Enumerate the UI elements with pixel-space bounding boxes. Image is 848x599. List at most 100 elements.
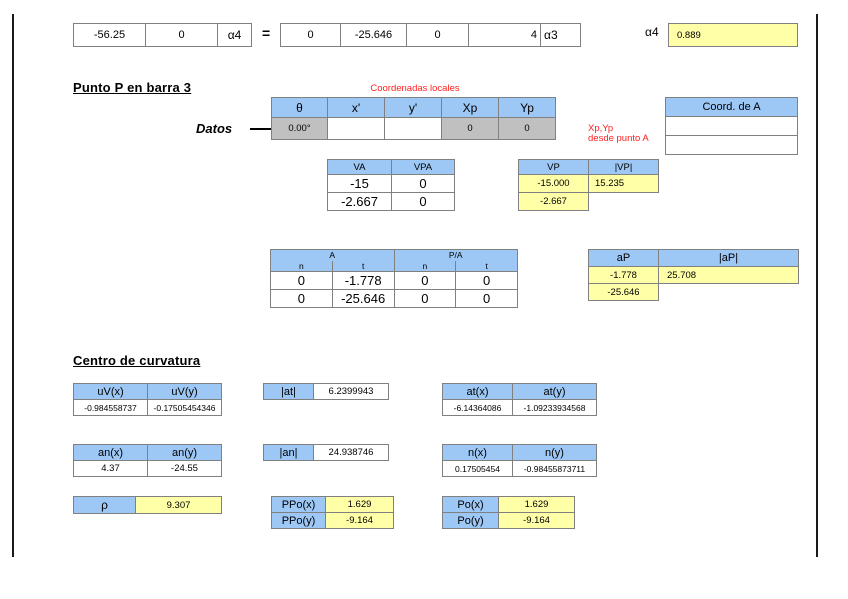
va-y[interactable]: -2.667 [327,192,392,211]
section-heading-punto-p: Punto P en barra 3 [73,80,192,95]
sub-header-a-t: t [331,260,395,272]
anx-value[interactable]: 4.37 [73,460,148,477]
accel-pa-t-1[interactable]: 0 [455,271,518,290]
any-value[interactable]: -24.55 [147,460,222,477]
vp-magnitude[interactable]: 15.235 [588,174,659,193]
accel-pa-n-2[interactable]: 0 [393,289,457,308]
rho-table: ρ 9.307 [73,496,222,514]
vp-y[interactable]: -2.667 [518,192,589,211]
rho-value[interactable]: 9.307 [135,496,222,514]
sub-header-pa-t: t [455,260,518,272]
va-x[interactable]: -15 [327,174,392,193]
at-components-table: at(x) at(y) -6.14364086 -1.09233934568 [442,383,597,416]
ppo-x-value[interactable]: 1.629 [325,496,394,513]
ny-value[interactable]: -0.98455873711 [512,460,597,477]
col-header-ap-mag: |aP| [658,249,799,267]
velocity-vp-table: VP |VP| -15.000 15.235 -2.667 [518,159,659,211]
label-ppo-x: PPo(x) [271,496,326,513]
col-header-anx: an(x) [73,444,148,461]
col-header-theta: θ [271,97,328,118]
col-header-vpa: VPA [391,159,455,175]
section-heading-centro-curvatura: Centro de curvatura [73,353,201,368]
result-alpha4-box: 0.889 [668,23,798,47]
label-po-y: Po(y) [442,512,499,529]
ap-t[interactable]: -25.646 [588,283,659,301]
equation-left-matrix: -56.25 0 α4 [73,23,252,47]
accel-a-t-1[interactable]: -1.778 [331,271,395,290]
value-xprime[interactable] [327,117,385,140]
value-yprime[interactable] [384,117,442,140]
vpa-y[interactable]: 0 [391,192,455,211]
col-header-ny: n(y) [512,444,597,461]
coord-a-table: Coord. de A [665,97,798,155]
n-components-table: n(x) n(y) 0.17505454 -0.98455873711 [442,444,597,477]
accel-a-t-2[interactable]: -25.646 [331,289,395,308]
ppo-y-value[interactable]: -9.164 [325,512,394,529]
an-magnitude-value[interactable]: 24.938746 [313,444,389,461]
matrix-variable-alpha4: α4 [217,23,252,47]
matrix-cell[interactable]: -25.646 [340,23,407,47]
group-header-pa: P/A [393,249,518,261]
accel-pa-t-2[interactable]: 0 [455,289,518,308]
col-header-uvx: uV(x) [73,383,148,400]
at-magnitude-table: |at| 6.2399943 [263,383,389,400]
col-header-any: an(y) [147,444,222,461]
vp-empty [589,193,659,211]
col-header-yprime: y' [384,97,442,118]
col-header-atx: at(x) [442,383,513,400]
col-header-aty: at(y) [512,383,597,400]
uvy-value[interactable]: -0.17505454346 [147,399,222,416]
matrix-cell[interactable]: 0 [280,23,341,47]
col-header-xp: Xp [441,97,499,118]
ap-empty [659,284,799,301]
value-theta[interactable]: 0.00° [271,117,328,140]
col-header-ap: aP [588,249,659,267]
xp-yp-note: Xp,Yp desde punto A [588,124,649,144]
col-header-vp: VP [518,159,589,175]
accel-pa-n-1[interactable]: 0 [393,271,457,290]
at-magnitude-value[interactable]: 6.2399943 [313,383,389,400]
matrix-cell[interactable]: 0 [145,23,218,47]
po-x-value[interactable]: 1.629 [498,496,575,513]
value-xp[interactable]: 0 [441,117,499,140]
acceleration-a-pa-table: A P/A n t n t 0 -1.778 0 0 0 -25.646 0 0 [270,249,518,308]
coord-a-value-x[interactable] [665,116,798,136]
acceleration-ap-table: aP |aP| -1.778 25.708 -25.646 [588,249,799,301]
ap-magnitude[interactable]: 25.708 [658,266,799,284]
vp-x[interactable]: -15.000 [518,174,589,193]
xp-yp-note-line1: Xp,Yp [588,123,614,134]
xp-yp-note-line2: desde punto A [588,133,649,144]
uvx-value[interactable]: -0.984558737 [73,399,148,416]
punto-p-table: θ x' y' Xp Yp 0.00° 0 0 [271,97,556,140]
ppo-table: PPo(x) 1.629 PPo(y) -9.164 [271,496,394,529]
matrix-cell[interactable]: 4 [468,23,541,47]
accel-a-n-2[interactable]: 0 [270,289,333,308]
result-label-alpha4: α4 [645,25,659,39]
alpha4-value[interactable]: 0.889 [668,23,798,47]
nx-value[interactable]: 0.17505454 [442,460,513,477]
vpa-x[interactable]: 0 [391,174,455,193]
an-magnitude-table: |an| 24.938746 [263,444,389,461]
page-border-right [816,14,818,557]
label-po-x: Po(x) [442,496,499,513]
matrix-cell[interactable]: -56.25 [73,23,146,47]
velocity-va-vpa-table: VA VPA -15 0 -2.667 0 [327,159,455,211]
uv-table: uV(x) uV(y) -0.984558737 -0.17505454346 [73,383,222,416]
po-y-value[interactable]: -9.164 [498,512,575,529]
matrix-variable-alpha3: α3 [540,23,581,47]
page-border-left [12,14,14,557]
col-header-vp-mag: |VP| [588,159,659,175]
accel-a-n-1[interactable]: 0 [270,271,333,290]
datos-label: Datos [196,121,233,136]
equals-sign: = [262,25,271,41]
value-yp[interactable]: 0 [498,117,556,140]
label-at-magnitude: |at| [263,383,314,400]
aty-value[interactable]: -1.09233934568 [512,399,597,416]
ap-n[interactable]: -1.778 [588,266,659,284]
atx-value[interactable]: -6.14364086 [442,399,513,416]
label-rho: ρ [73,496,136,514]
sub-header-a-n: n [270,260,333,272]
matrix-cell[interactable]: 0 [406,23,469,47]
equation-right-matrix: 0 -25.646 0 4 α3 [280,23,581,47]
coord-a-value-y[interactable] [665,135,798,155]
